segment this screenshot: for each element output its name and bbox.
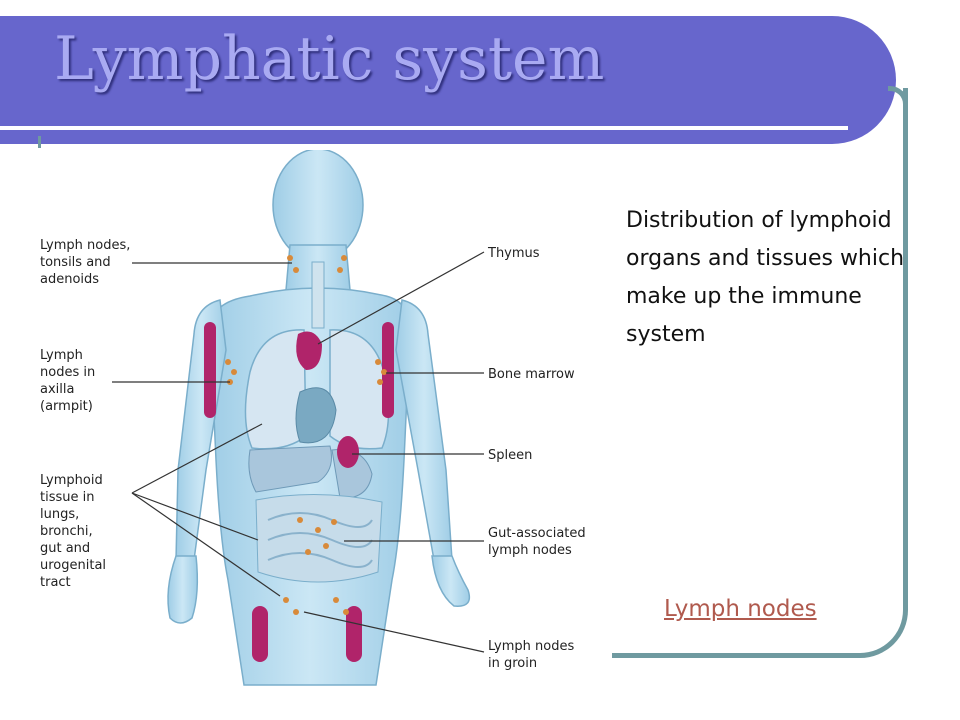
left-hand	[167, 555, 199, 624]
bone-marrow	[204, 322, 394, 662]
lungs	[244, 329, 390, 450]
label-lymph-nodes-tonsils: Lymph nodes, tonsils and adenoids	[40, 238, 135, 287]
content-frame	[612, 88, 908, 658]
title-underline	[0, 126, 848, 130]
label-lymphoid-tissue: Lymphoid tissue in lungs, bronchi, gut a…	[40, 473, 110, 590]
right-arm	[395, 299, 453, 561]
liver	[248, 445, 332, 493]
label-gut-associated: Gut-associated lymph nodes	[488, 526, 590, 558]
label-spleen: Spleen	[488, 448, 532, 463]
lymph-nodes-link[interactable]: Lymph nodes	[664, 596, 817, 622]
content-frame-corner	[888, 86, 908, 106]
lymph-nodes	[225, 255, 387, 615]
label-lymph-nodes-groin: Lymph nodes in groin	[488, 639, 578, 671]
label-lymph-nodes-axilla: Lymph nodes in axilla (armpit)	[40, 348, 99, 414]
thymus	[296, 331, 322, 370]
lymphatic-figure: Lymph nodes, tonsils and adenoids Lymph …	[0, 150, 612, 690]
label-thymus: Thymus	[487, 246, 540, 261]
trachea	[311, 261, 325, 329]
intestines	[255, 494, 383, 583]
right-hand	[431, 555, 471, 607]
title-bar	[0, 16, 896, 144]
lymphatic-diagram: Lymph nodes, tonsils and adenoids Lymph …	[40, 150, 590, 686]
heart	[295, 387, 337, 444]
label-bone-marrow: Bone marrow	[488, 367, 575, 382]
slide-title: Lymphatic system	[54, 24, 605, 94]
leader-lines	[112, 251, 485, 653]
spleen	[337, 436, 359, 468]
figure-description: Distribution of lymphoid organs and tiss…	[626, 208, 905, 347]
bullet-marker	[38, 136, 41, 148]
